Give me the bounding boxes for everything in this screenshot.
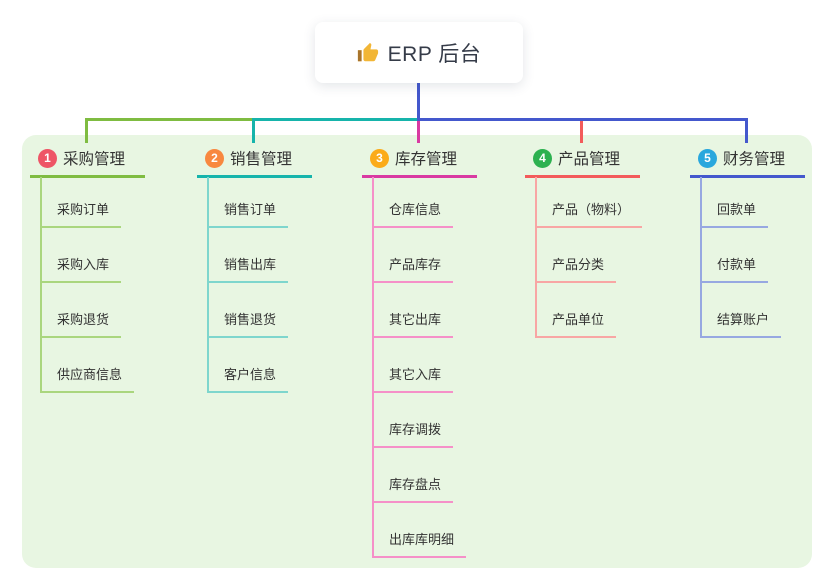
branch-drop-3	[417, 121, 420, 143]
root-node[interactable]: ERP 后台	[315, 22, 523, 83]
child-topic[interactable]: 采购入库	[40, 255, 122, 283]
bus-line-blue	[417, 118, 748, 121]
child-topic[interactable]: 产品单位	[535, 310, 617, 338]
branch-topic-4[interactable]: 4 产品管理	[525, 147, 640, 178]
child-topic[interactable]: 库存盘点	[372, 475, 454, 503]
branch-topic-1[interactable]: 1 采购管理	[30, 147, 145, 178]
child-topic[interactable]: 产品库存	[372, 255, 454, 283]
root-title: ERP 后台	[387, 42, 482, 66]
child-topic[interactable]: 付款单	[700, 255, 769, 283]
branch-drop-4	[580, 121, 583, 143]
branch-number-badge: 4	[533, 148, 552, 168]
bus-line-green	[85, 118, 255, 121]
children-rail-line	[700, 177, 702, 338]
child-topic[interactable]: 产品（物料）	[535, 200, 643, 228]
root-drop-line	[417, 83, 420, 118]
child-topic[interactable]: 采购退货	[40, 310, 122, 338]
branch-drop-5	[745, 118, 748, 143]
branch-label: 库存管理	[395, 151, 458, 168]
branch-number-badge: 1	[38, 148, 57, 168]
branch-number-badge: 5	[698, 148, 717, 168]
branch-topic-2[interactable]: 2 销售管理	[197, 147, 312, 178]
branch-number-badge: 3	[370, 148, 389, 168]
children-rail-line	[207, 177, 209, 393]
children-rail-line	[372, 177, 374, 558]
children-rail-line	[535, 177, 537, 338]
child-topic[interactable]: 客户信息	[207, 365, 289, 393]
child-topic[interactable]: 回款单	[700, 200, 769, 228]
branch-drop-1	[85, 118, 88, 143]
child-topic[interactable]: 库存调拨	[372, 420, 454, 448]
child-topic[interactable]: 其它出库	[372, 310, 454, 338]
child-topic[interactable]: 销售订单	[207, 200, 289, 228]
child-topic[interactable]: 销售出库	[207, 255, 289, 283]
child-topic[interactable]: 产品分类	[535, 255, 617, 283]
branch-number-badge: 2	[205, 148, 224, 168]
child-topic[interactable]: 采购订单	[40, 200, 122, 228]
thumbs-up-icon	[357, 42, 378, 61]
child-topic[interactable]: 其它入库	[372, 365, 454, 393]
bus-line-teal	[252, 118, 420, 121]
branch-topic-3[interactable]: 3 库存管理	[362, 147, 477, 178]
branch-drop-2	[252, 118, 255, 143]
child-topic[interactable]: 供应商信息	[40, 365, 135, 393]
branch-label: 财务管理	[723, 151, 786, 168]
child-topic[interactable]: 销售退货	[207, 310, 289, 338]
background-panel	[22, 135, 812, 568]
child-topic[interactable]: 结算账户	[700, 310, 782, 338]
branch-label: 产品管理	[558, 151, 621, 168]
child-topic[interactable]: 出库库明细	[372, 530, 467, 558]
branch-label: 采购管理	[63, 151, 126, 168]
branch-label: 销售管理	[230, 151, 293, 168]
branch-topic-5[interactable]: 5 财务管理	[690, 147, 805, 178]
children-rail-line	[40, 177, 42, 393]
child-topic[interactable]: 仓库信息	[372, 200, 454, 228]
